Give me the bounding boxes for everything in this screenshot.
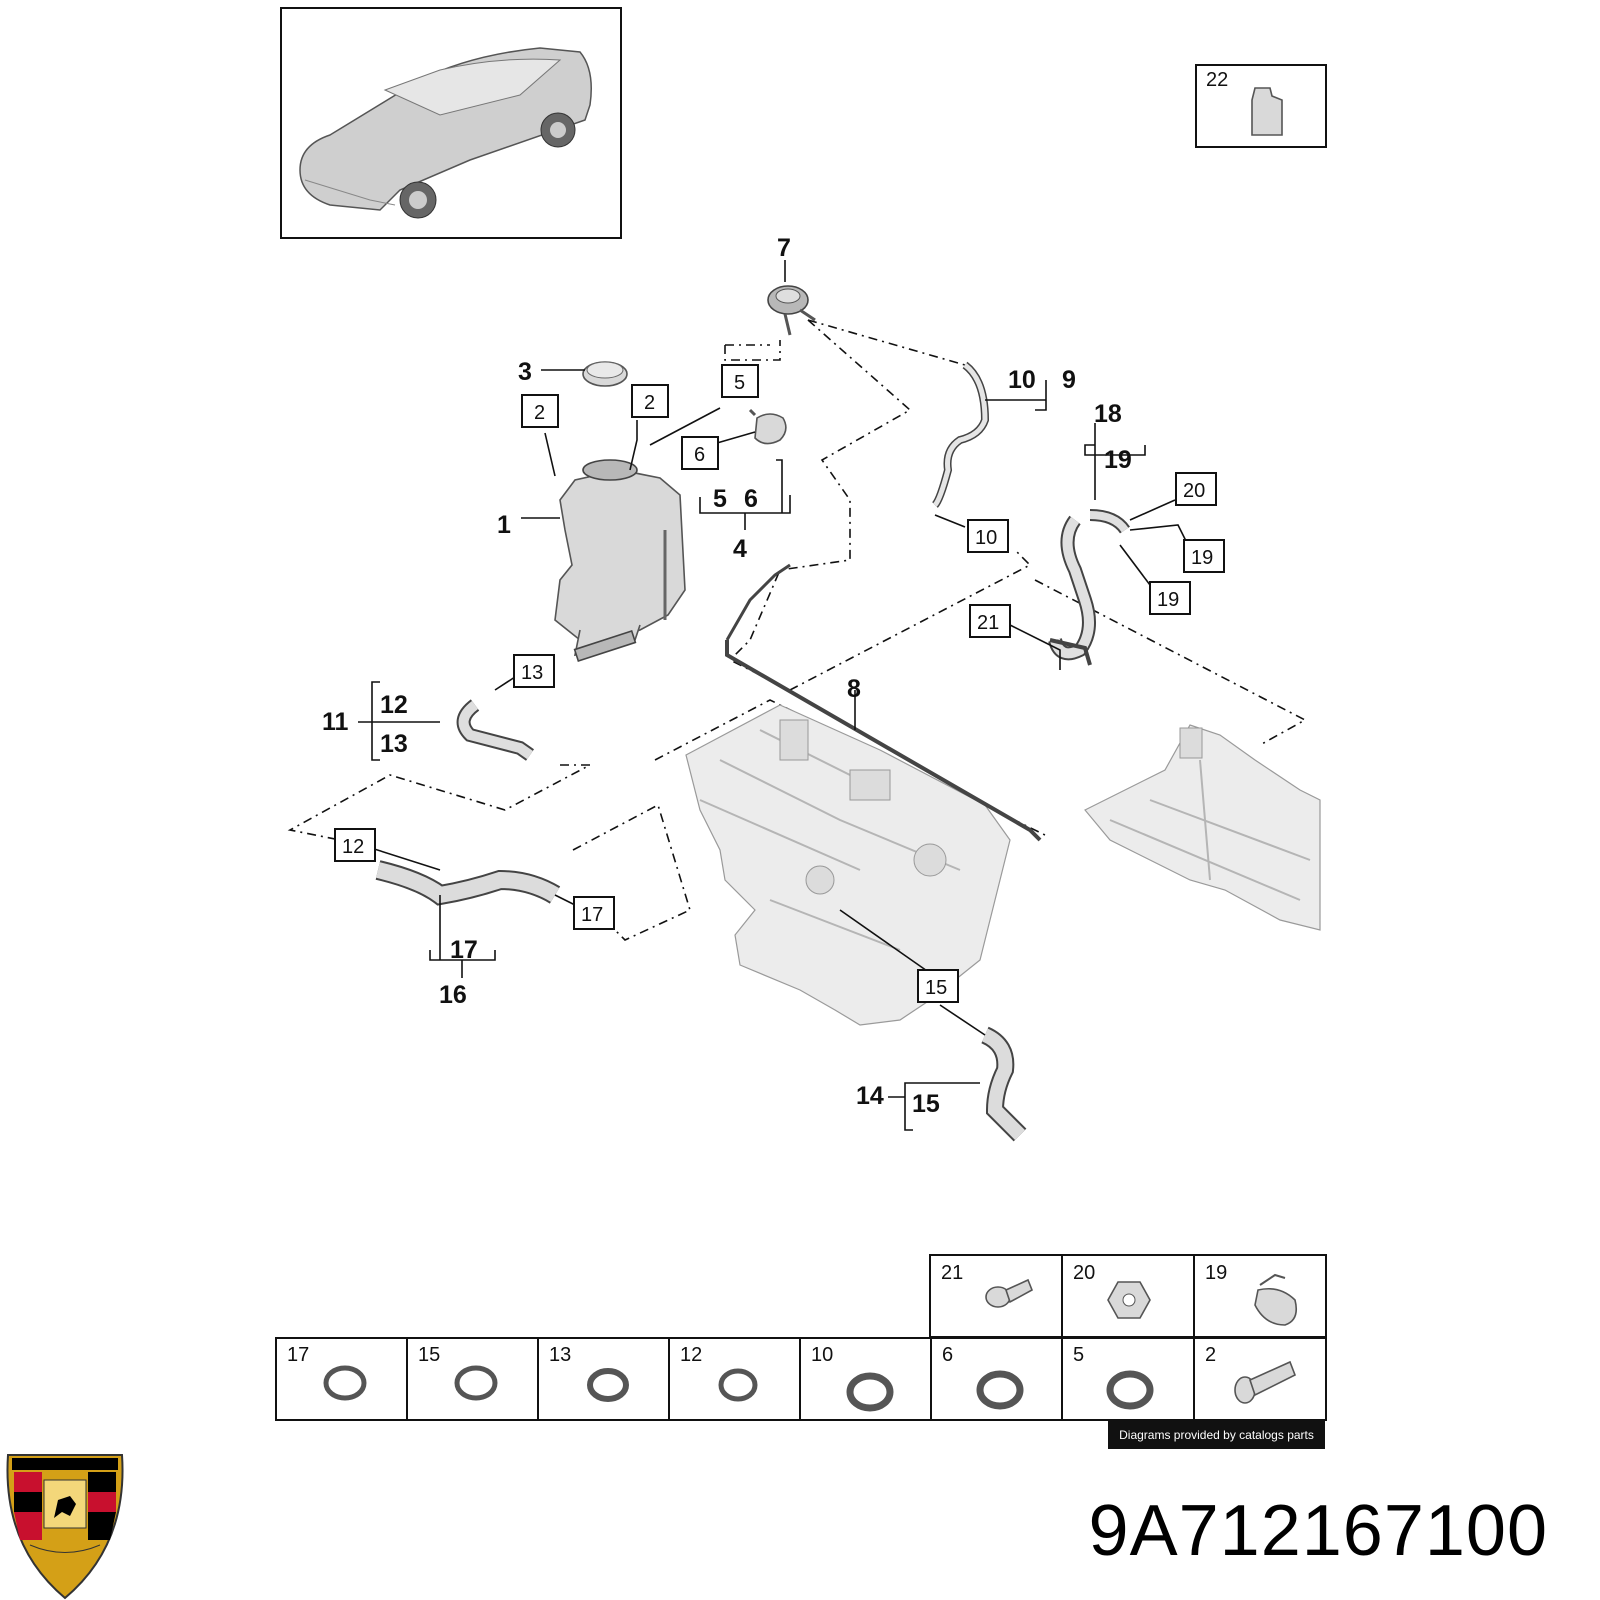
callout-12: 12 [380, 691, 408, 719]
callout-16: 16 [439, 981, 467, 1009]
diagram-credit: Diagrams provided by catalogs parts [1108, 1421, 1325, 1449]
callout-14: 14 [856, 1082, 884, 1110]
callout-box-15: 15 [925, 977, 947, 999]
pipe-8 [725, 563, 1042, 842]
hose-10 [931, 361, 990, 508]
fastener-cell-20: 20 [1073, 1262, 1095, 1284]
callout-5: 5 [713, 485, 727, 513]
fastener-cell-21: 21 [941, 1262, 963, 1284]
tank-cap [582, 361, 628, 387]
callout-3: 3 [518, 358, 532, 386]
callout-11: 11 [322, 708, 349, 736]
callout-4: 4 [733, 535, 747, 563]
part-22-box: 22 [1195, 64, 1327, 148]
dashed-guides [287, 319, 1307, 941]
callout-9: 9 [1062, 366, 1076, 394]
fastener-table-top: 21 20 19 [929, 1254, 1327, 1338]
callout-17: 17 [450, 936, 478, 964]
callout-box-10: 10 [975, 527, 997, 549]
callout-box-21: 21 [977, 612, 999, 634]
callout-10: 10 [1008, 366, 1036, 394]
callout-box-20: 20 [1183, 480, 1205, 502]
callout-box-17: 17 [581, 904, 603, 926]
leader-lines [358, 260, 1189, 1131]
callout-7: 7 [777, 234, 791, 262]
callout-box-19a: 19 [1191, 547, 1213, 569]
callout-13: 13 [380, 730, 408, 758]
vehicle-thumbnail [280, 7, 622, 239]
fastener-cell-6: 6 [942, 1344, 953, 1366]
callout-6: 6 [744, 485, 758, 513]
callout-1: 1 [497, 511, 511, 539]
callout-box-6: 6 [694, 444, 705, 466]
part-number: 9A712167100 [1088, 1491, 1548, 1571]
fastener-cell-12: 12 [680, 1344, 702, 1366]
callout-box-2b: 2 [644, 392, 655, 414]
callout-box-19b: 19 [1157, 589, 1179, 611]
callout-box-2a: 2 [534, 402, 545, 424]
engine-block [685, 704, 1011, 1026]
callout-box-5: 5 [734, 372, 745, 394]
hose-14 [980, 1026, 1027, 1142]
engine-block-detail [1084, 724, 1321, 931]
callout-box-12: 12 [342, 836, 364, 858]
hose-11 [456, 699, 535, 761]
fastener-cell-2: 2 [1205, 1344, 1216, 1366]
fastener-cell-17: 17 [287, 1344, 309, 1366]
coolant-expansion-tank [554, 459, 686, 662]
fastener-table-bottom: 17 15 13 12 10 6 5 2 [275, 1337, 1327, 1421]
fastener-cell-15: 15 [418, 1344, 440, 1366]
callout-15: 15 [912, 1090, 940, 1118]
callout-labels: 1 3 4 5 6 7 8 9 10 11 12 13 14 15 16 17 … [322, 234, 1132, 1118]
callout-box-13: 13 [521, 662, 543, 684]
hose-16 [375, 860, 561, 906]
fastener-cell-10: 10 [811, 1344, 833, 1366]
coolant-valve [767, 285, 816, 336]
brand-crest-logo [6, 1454, 124, 1600]
callout-8: 8 [847, 675, 861, 703]
fastener-cell-19: 19 [1205, 1262, 1227, 1284]
boxed-callouts: 2 2 5 6 10 20 19 19 21 13 12 17 15 [334, 364, 1225, 1003]
fastener-cell-13: 13 [549, 1344, 571, 1366]
callout-18: 18 [1094, 400, 1122, 428]
callout-22: 22 [1206, 69, 1228, 91]
fastener-cell-5: 5 [1073, 1344, 1084, 1366]
hose-6 [748, 408, 787, 445]
hose-18-assembly [1048, 509, 1130, 666]
callout-19: 19 [1104, 446, 1132, 474]
